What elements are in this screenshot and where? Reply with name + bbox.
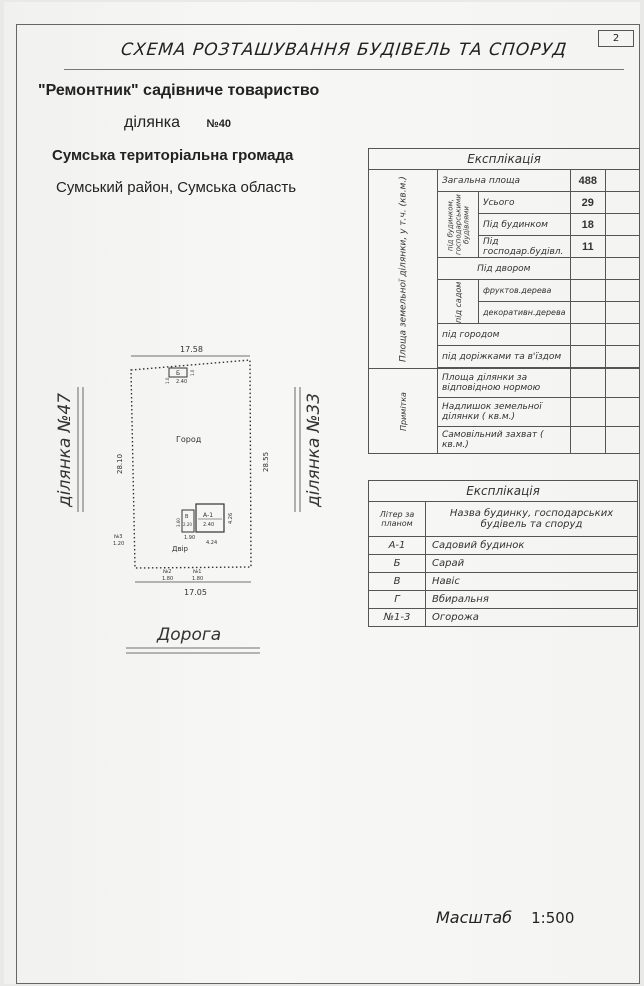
scale-label: Масштаб	[436, 908, 513, 927]
drawing-frame	[16, 24, 640, 984]
shed-building	[168, 367, 188, 378]
decorative-trees-label: декоративн.дерева	[478, 301, 571, 324]
legend-row: Г Вбиральня	[368, 590, 638, 609]
seizure-area-label: Самовільний захват ( кв.м.)	[437, 426, 571, 454]
scale-value: 1:500	[531, 909, 575, 927]
fence-1-length: 1.80	[192, 576, 203, 582]
page-number: 2	[598, 30, 634, 47]
fence-2-length: 1.80	[162, 576, 173, 582]
area-explication-table: Експлікація Площа земельної ділянки, у т…	[368, 148, 640, 454]
paths-label: під доріжками та в'їздом	[437, 345, 571, 368]
legend-row-letter: Г	[368, 590, 426, 609]
outbuilding-area-label: Під господар.будівл.	[478, 235, 571, 258]
canopy-bottom: 1.90	[184, 535, 195, 541]
house-building	[195, 503, 225, 533]
total-area-value: 488	[569, 169, 607, 192]
legend-row-letter: А-1	[368, 536, 426, 555]
neighbor-left-label: ділянка №47	[55, 393, 75, 508]
document-sheet: 2 СХЕМА РОЗТАШУВАННЯ БУДІВЕЛЬ ТА СПОРУД …	[4, 2, 640, 984]
legend-row-letter: №1-3	[368, 608, 426, 627]
neighbor-right-label: ділянка №33	[304, 393, 324, 508]
plot-label: ділянка	[124, 114, 180, 131]
plot-boundary	[130, 359, 252, 569]
shed-height-2: 1.0	[190, 369, 195, 376]
legend-row: Б Сарай	[368, 554, 638, 573]
legend-row: А-1 Садовий будинок	[368, 536, 638, 555]
house-letter: А-1	[203, 512, 213, 519]
fence-2-label: №2	[163, 569, 171, 575]
legend-row-name: Сарай	[425, 554, 638, 573]
vegetable-garden-label: під городом	[437, 323, 571, 346]
outbuilding-area-value: 11	[569, 235, 607, 258]
garden-group-label: під садом	[437, 279, 479, 324]
community-name: Сумська територіальна громада	[52, 147, 294, 164]
fence-3-length: 1.20	[113, 541, 124, 547]
all-value: 29	[569, 191, 607, 214]
plot-heading: ділянка №40	[124, 114, 231, 132]
all-label: Усього	[478, 191, 571, 214]
area-side-label: Площа земельної ділянки, у т.ч. (кв.м.)	[368, 169, 438, 369]
legend-col-name: Назва будинку, господарських будівель та…	[425, 501, 638, 537]
shed-width: 2.40	[176, 379, 187, 385]
legend-row-letter: Б	[368, 554, 426, 573]
norm-area-label: Площа ділянки за відповідною нормою	[437, 368, 571, 398]
field-label: Город	[176, 435, 202, 444]
canopy-building	[181, 509, 195, 533]
shed-letter: Б	[176, 370, 180, 377]
legend-caption: Експлікація	[368, 480, 638, 502]
canopy-letter: В	[185, 514, 189, 520]
legend-row-letter: В	[368, 572, 426, 591]
legend-row: В Навіс	[368, 572, 638, 591]
note-label: Примітка	[368, 368, 438, 454]
house-bottom: 4.24	[206, 540, 217, 546]
legend-row: №1-3 Огорожа	[368, 608, 638, 627]
area-explication-caption: Експлікація	[368, 148, 640, 170]
right-side-label: 28.55	[262, 452, 270, 472]
scale-indicator: Масштаб 1:500	[436, 908, 574, 927]
house-area-label: Під будинком	[478, 213, 571, 236]
canopy-dim: 2.20	[183, 522, 192, 527]
house-width: 2.40	[203, 522, 214, 528]
legend-row-name: Огорожа	[425, 608, 638, 627]
left-side-label: 28.10	[116, 454, 124, 474]
built-group-label: під будинком, господарськими будівлями	[437, 191, 479, 258]
legend-col-letter: Літер за планом	[368, 501, 426, 537]
yard-label: Двір	[172, 545, 189, 553]
organization-name: "Ремонтник" садівниче товариство	[38, 82, 320, 99]
fruit-trees-label: фруктов.дерева	[478, 279, 571, 302]
fence-1-label: №1	[193, 569, 201, 575]
bottom-width-label: 17.05	[184, 588, 207, 597]
plot-number: №40	[206, 118, 231, 130]
house-height: 4.26	[228, 513, 234, 524]
legend-row-name: Навіс	[425, 572, 638, 591]
house-area-value: 18	[569, 213, 607, 236]
total-area-label: Загальна площа	[437, 169, 571, 192]
buildings-legend-table: Експлікація Літер за планом Назва будинк…	[368, 480, 638, 627]
legend-row-name: Вбиральня	[425, 590, 638, 609]
legend-row-name: Садовий будинок	[425, 536, 638, 555]
fence-3-label: №3	[114, 534, 122, 540]
top-width-label: 17.58	[180, 345, 203, 354]
excess-area-label: Надлишок земельної ділянки ( кв.м.)	[437, 397, 571, 427]
site-plan: 17.58 17.05 28.10 28.55 Город Б 2.40 1.0…	[55, 345, 324, 654]
district-name: Сумський район, Сумська область	[56, 179, 297, 196]
title-underline	[64, 69, 624, 70]
yard-area-label: Під двором	[437, 257, 571, 280]
shed-height-1: 1.0	[165, 377, 170, 384]
road-label: Дорога	[156, 625, 221, 645]
canopy-height: 3.60	[176, 518, 181, 527]
